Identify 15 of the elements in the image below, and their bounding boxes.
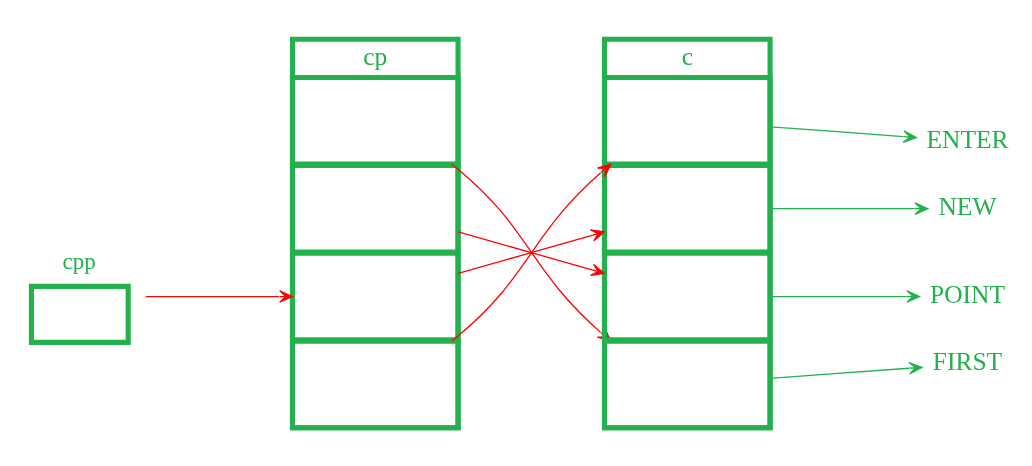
node-text: FIRST (932, 346, 1003, 376)
node-text: ENTER (926, 124, 1009, 154)
node-box (601, 162, 773, 254)
arrow (769, 289, 921, 303)
node-box (289, 162, 461, 254)
arrow (769, 125, 917, 143)
node-label: cpp (62, 248, 96, 274)
node-box (601, 250, 773, 342)
node-text: NEW (938, 191, 997, 221)
node-box (28, 283, 131, 345)
arrow (769, 201, 929, 215)
node-text: POINT (929, 279, 1005, 309)
node-box (289, 338, 461, 430)
arrow (145, 289, 294, 303)
arrow (769, 361, 923, 379)
